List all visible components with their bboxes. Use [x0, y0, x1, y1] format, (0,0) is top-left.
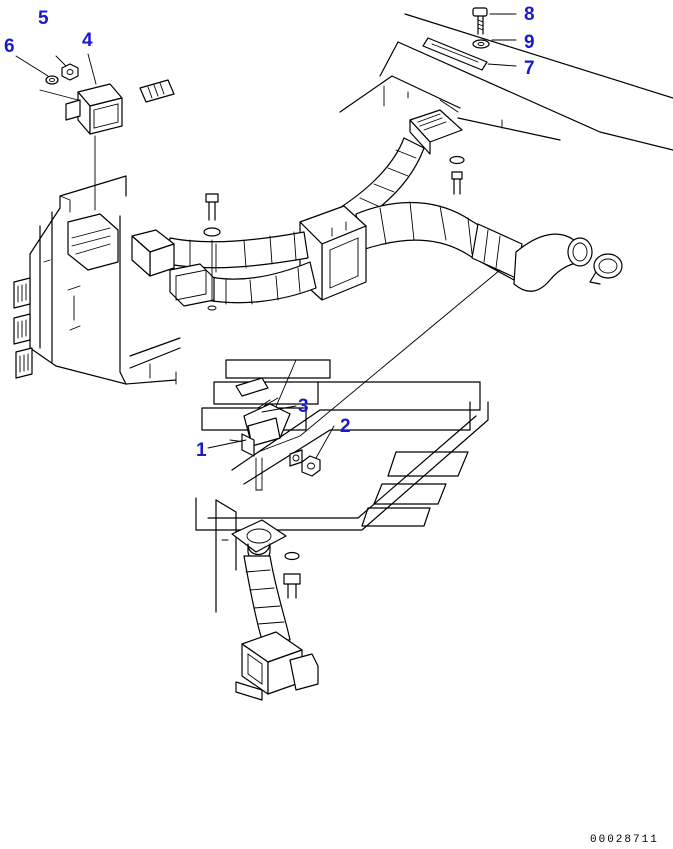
washer-6: [45, 75, 59, 85]
callout-6: 6: [4, 36, 15, 57]
callout-9: 9: [524, 32, 535, 53]
elbow-hose: [513, 233, 593, 292]
cab-ceiling-panel: [339, 13, 673, 151]
callout-2: 2: [340, 416, 351, 437]
lower-hose: [243, 555, 291, 641]
right-hose: [355, 201, 523, 281]
lower-bolt-washer: [283, 551, 301, 599]
nut-5: [61, 63, 79, 81]
callout-5: 5: [38, 8, 49, 29]
bolt-8: [472, 7, 488, 35]
callout-8: 8: [524, 4, 535, 25]
callout-4: 4: [82, 30, 93, 51]
hose-clamp: [589, 253, 623, 285]
callout-3: 3: [298, 396, 309, 417]
duct-1: [235, 377, 291, 491]
floor-louvers: [195, 269, 501, 531]
nut-2: [301, 455, 321, 477]
washer-9: [472, 39, 490, 49]
upper-vent-box: [409, 99, 463, 155]
lower-outlet: [235, 631, 319, 701]
lower-panel: [215, 499, 237, 613]
leader-lines: [15, 13, 517, 459]
left-hoses: [131, 193, 317, 311]
left-console: [13, 175, 181, 385]
upper-washer-bolt: [449, 155, 465, 195]
document-number: 00028711: [590, 834, 659, 846]
callout-7: 7: [524, 58, 535, 79]
callout-1: 1: [196, 440, 207, 461]
vent-4: [39, 79, 175, 211]
washer-3: [289, 449, 303, 467]
